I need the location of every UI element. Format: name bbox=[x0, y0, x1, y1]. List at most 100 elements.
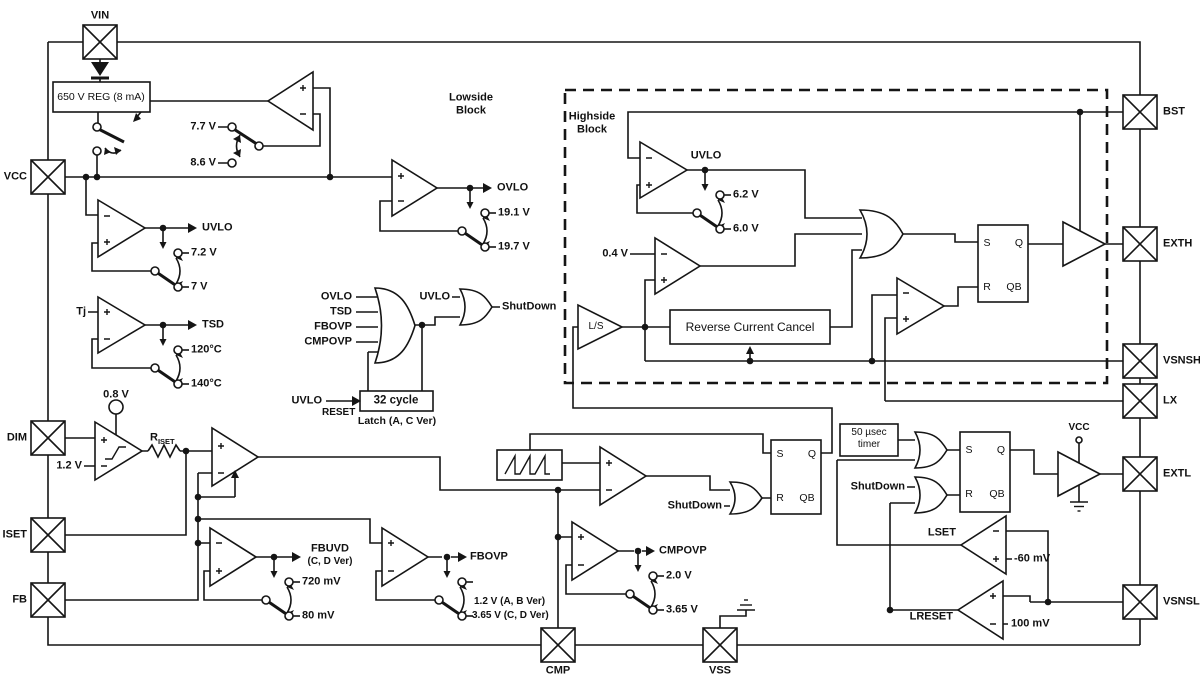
latch2-qb: QB bbox=[989, 487, 1005, 500]
timer-label-1: 50 µsec bbox=[851, 427, 887, 438]
pin-vcc bbox=[30, 159, 66, 195]
sr-latch-highside bbox=[977, 224, 1029, 303]
fbovp-th1: 1.2 V (A, B Ver) bbox=[474, 596, 546, 607]
ovlo-comparator bbox=[391, 158, 439, 218]
pin-dim bbox=[30, 420, 66, 456]
highside-block-title-2: Block bbox=[577, 123, 607, 136]
pin-label-cmp: CMP bbox=[545, 664, 571, 677]
regulator-threshold-switch bbox=[227, 122, 264, 168]
cycle-latch-label: 32 cycle bbox=[373, 394, 419, 407]
pin-label-vss: VSS bbox=[708, 664, 732, 677]
pin-extl bbox=[1122, 456, 1158, 492]
shutdown-in-ovlo: OVLO bbox=[320, 290, 352, 303]
pin-vss bbox=[702, 627, 738, 663]
uvlo-threshold-switch bbox=[149, 229, 191, 293]
hs-uvlo-th2: 6.0 V bbox=[733, 222, 759, 235]
ovlo-th2: 19.7 V bbox=[498, 240, 530, 253]
cmpovp-comparator bbox=[571, 520, 620, 582]
pin-fb bbox=[30, 582, 66, 618]
lset-threshold: -60 mV bbox=[1014, 552, 1051, 565]
shutdown-in-uvlo: UVLO bbox=[419, 290, 450, 303]
uvlo-shutdown-or-gate bbox=[458, 288, 493, 326]
timer-box bbox=[839, 423, 899, 457]
cmpovp-output-label: CMPOVP bbox=[659, 544, 707, 557]
highside-border bbox=[563, 88, 1109, 385]
hs-uvlo-comparator bbox=[639, 140, 689, 200]
pin-vsnsl bbox=[1122, 584, 1158, 620]
hs-latch-q: Q bbox=[1014, 236, 1024, 249]
highside-or-gate bbox=[858, 209, 904, 259]
shutdown-in-fbovp: FBOVP bbox=[314, 320, 352, 333]
cmpovp-threshold-switch bbox=[624, 552, 666, 616]
pin-label-fb: FB bbox=[12, 593, 27, 606]
fbovp-th2: 3.65 V (C, D Ver) bbox=[472, 610, 549, 621]
latch2-r: R bbox=[965, 487, 973, 500]
hs-uvlo-threshold-switch bbox=[691, 171, 733, 235]
regulator-box-label: 650 V REG (8 mA) bbox=[57, 90, 145, 103]
lowside-block-title-2: Block bbox=[456, 104, 486, 117]
regulator-switch bbox=[92, 113, 141, 156]
latch1-s: S bbox=[776, 447, 784, 460]
hs-latch-s: S bbox=[983, 236, 991, 249]
pin-label-vsnsh: VSNSH bbox=[1163, 354, 1200, 367]
lreset-threshold: 100 mV bbox=[1011, 617, 1050, 630]
fbuvd-th1: 720 mV bbox=[302, 575, 341, 588]
pin-exth bbox=[1122, 226, 1158, 262]
drive-shutdown-label: ShutDown bbox=[850, 480, 905, 493]
regulator-box bbox=[52, 81, 151, 113]
ground-icon-extl bbox=[1070, 501, 1088, 512]
dim-ref-label: 1.2 V bbox=[56, 459, 82, 472]
timer-label-2: timer bbox=[857, 439, 881, 450]
driver-vcc-label: VCC bbox=[1068, 422, 1090, 433]
hs-latch-qb: QB bbox=[1006, 280, 1022, 293]
pin-label-bst: BST bbox=[1163, 105, 1185, 118]
hs-ocp-ref-label: 0.4 V bbox=[602, 247, 628, 260]
ovlo-th1: 19.1 V bbox=[498, 206, 530, 219]
lowside-block-title-1: Lowside bbox=[448, 91, 494, 104]
latch2-s: S bbox=[965, 443, 973, 456]
highside-block-title-1: Highside bbox=[568, 110, 616, 123]
pin-label-vcc: VCC bbox=[3, 170, 27, 183]
pin-label-dim: DIM bbox=[6, 431, 27, 444]
fbovp-threshold-switch bbox=[433, 558, 475, 622]
reg-threshold-high: 7.7 V bbox=[190, 120, 216, 133]
latch1-qb: QB bbox=[799, 491, 815, 504]
reg-threshold-low: 8.6 V bbox=[190, 156, 216, 169]
hs-latch-r: R bbox=[983, 280, 991, 293]
uvlo-th1: 7.2 V bbox=[191, 246, 217, 259]
fbuvd-output-label: FBUVD bbox=[311, 542, 349, 555]
latch2-q: Q bbox=[996, 443, 1006, 456]
extl-driver bbox=[1057, 450, 1102, 498]
pin-lx bbox=[1122, 383, 1158, 419]
tsd-comparator bbox=[97, 295, 147, 355]
hs-uvlo-th1: 6.2 V bbox=[733, 188, 759, 201]
rcc-label: Reverse Current Cancel bbox=[685, 320, 815, 334]
ovlo-output-label: OVLO bbox=[497, 181, 529, 194]
signal-arrows bbox=[188, 183, 754, 562]
cmpovp-th1: 2.0 V bbox=[666, 569, 692, 582]
lreset-comparator bbox=[956, 579, 1004, 641]
exth-driver bbox=[1062, 220, 1107, 268]
pin-label-extl: EXTL bbox=[1163, 467, 1192, 480]
shutdown-output-label: ShutDown bbox=[502, 300, 557, 313]
hs-reset-comparator bbox=[896, 276, 946, 336]
resistor-riset bbox=[147, 443, 181, 459]
ovlo-threshold-switch bbox=[456, 189, 498, 253]
cmpovp-th2: 3.65 V bbox=[666, 603, 698, 616]
pin-vin bbox=[82, 24, 118, 60]
level-shifter bbox=[577, 303, 624, 351]
vin-diode bbox=[91, 62, 109, 80]
latch1-q: Q bbox=[807, 447, 817, 460]
tsd-th2: 140°C bbox=[191, 377, 222, 390]
level-shifter-label: L/S bbox=[588, 321, 604, 332]
pin-label-vin: VIN bbox=[90, 9, 110, 22]
junction-dots bbox=[82, 108, 1084, 614]
riset-label: RISET bbox=[150, 432, 175, 446]
fbuvd-comparator bbox=[209, 526, 258, 588]
latch-version-caption: Latch (A, C Ver) bbox=[357, 414, 437, 427]
set-or-gate bbox=[913, 431, 948, 469]
shutdown-in-cmpovp: CMPOVP bbox=[304, 335, 352, 348]
pin-label-exth: EXTH bbox=[1163, 237, 1193, 250]
lset-label: LSET bbox=[927, 526, 956, 539]
